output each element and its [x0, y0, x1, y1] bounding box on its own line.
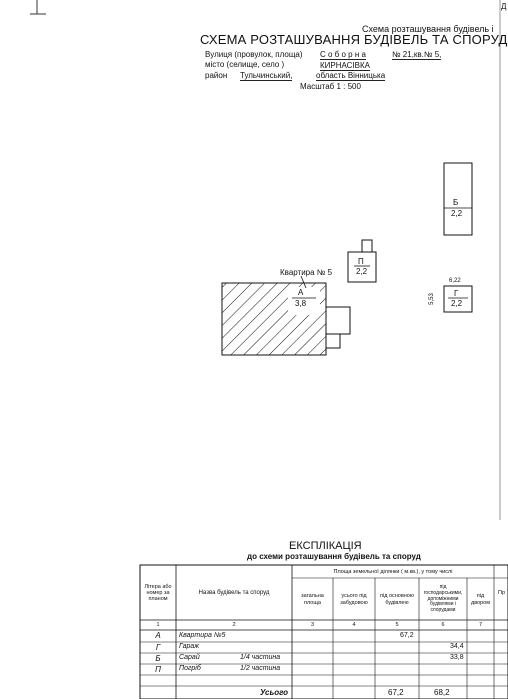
- apartment-annex-1: [325, 306, 351, 335]
- apartment-annex-2: [325, 333, 341, 349]
- row-2-name: Гараж: [179, 643, 200, 650]
- header-cut: Пр: [497, 589, 505, 596]
- building-g-letter: Г: [454, 289, 459, 298]
- callout-leader: [300, 275, 307, 289]
- building-p-letter: П: [358, 257, 364, 266]
- page-corner-letter: Д: [501, 2, 507, 11]
- building-g-height: 5,53: [428, 293, 435, 305]
- total-main: 67,2: [388, 688, 404, 697]
- row-2-household: 34,4: [450, 643, 464, 650]
- region-label: область Вінницька: [316, 71, 386, 81]
- building-b-outline: [443, 162, 473, 236]
- row-1-name: Квартира №5: [179, 632, 226, 639]
- explication-grid: [139, 564, 508, 699]
- header-built: усього під забудовою: [340, 593, 368, 606]
- col-number-5: 5: [395, 621, 399, 628]
- total-label: Усього: [260, 688, 289, 697]
- street-label: Вулиця (провулок, площа): [205, 50, 303, 59]
- row-4-name: Погріб: [179, 665, 201, 672]
- house-value: № 21,кв.№ 5,: [392, 50, 442, 60]
- building-b-letter: Б: [453, 198, 459, 207]
- row-3-household: 33,8: [450, 654, 464, 661]
- header-name: Назва будівель та споруд: [198, 589, 270, 596]
- total-household: 68,2: [434, 688, 450, 697]
- header-area-group: Площа земельної ділянки ( м.кв.), у тому…: [333, 568, 453, 575]
- building-b-area: 2,2: [451, 209, 463, 218]
- col-number-7: 7: [478, 621, 483, 628]
- header-main: під основною будівлею: [380, 593, 414, 606]
- row-1-main: 67,2: [400, 632, 414, 639]
- header-yard: під двором: [470, 593, 491, 606]
- row-4-part: 1/2 частина: [240, 665, 281, 672]
- building-g-width: 6,22: [449, 278, 461, 284]
- col-number-6: 6: [441, 621, 445, 628]
- building-g-outline: [443, 285, 473, 313]
- apartment-letter: А: [298, 288, 304, 297]
- header-household: під господарськими, допоміжними будівлям…: [423, 584, 463, 614]
- col-number-3: 3: [310, 621, 315, 628]
- explication-subtitle: до схеми розташування будівель та споруд: [247, 552, 421, 561]
- building-p-entrance: [361, 239, 373, 253]
- header-note: Схема розташування будівель і: [362, 24, 494, 34]
- row-4-liter: П: [155, 664, 161, 674]
- row-3-name: Сарай: [179, 654, 200, 661]
- building-g-area: 2,2: [451, 299, 463, 308]
- col-number-2: 2: [232, 621, 236, 628]
- apartment-area: 3,8: [295, 299, 307, 308]
- building-p-area: 2,2: [356, 267, 368, 276]
- street-value: С о б о р н а: [320, 50, 366, 60]
- town-value: КИРНАСІВКА: [320, 61, 371, 71]
- town-label: місто (селище, село ): [205, 60, 285, 69]
- header-liter: Літера або номер за планом: [144, 583, 172, 603]
- col-number-1: 1: [156, 621, 160, 628]
- building-p-outline: [347, 251, 377, 283]
- row-1-liter: А: [155, 631, 161, 641]
- page-title: СХЕМА РОЗТАШУВАННЯ БУДІВЕЛЬ ТА СПОРУД: [200, 32, 508, 47]
- header-total: загальна площа: [301, 593, 324, 606]
- district-value: Тульчинський,: [240, 71, 293, 81]
- row-3-liter: Б: [155, 653, 161, 663]
- scale-label: Масштаб 1 : 500: [300, 82, 361, 91]
- explication-title: ЕКСПЛІКАЦІЯ: [289, 540, 362, 552]
- row-2-liter: Г: [155, 642, 161, 652]
- apartment-callout: Квартира № 5: [280, 268, 333, 277]
- district-label: район: [205, 71, 228, 80]
- col-number-4: 4: [352, 621, 356, 628]
- row-3-part: 1/4 частина: [240, 654, 281, 661]
